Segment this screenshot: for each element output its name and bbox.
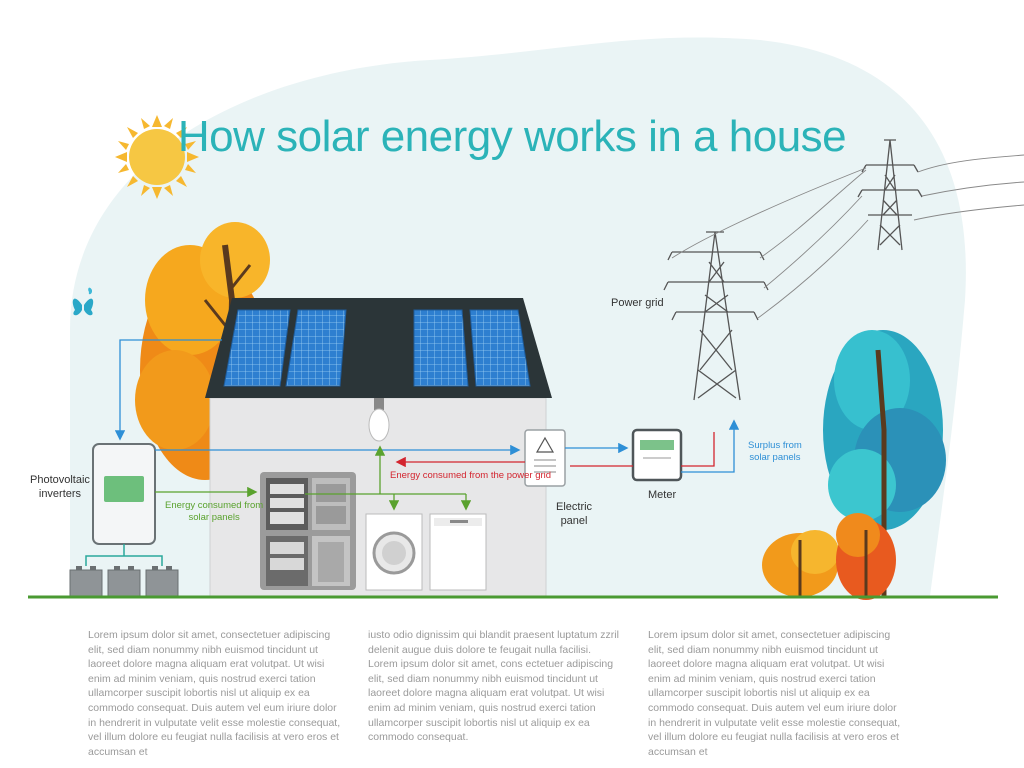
text-column-1: Lorem ipsum dolor sit amet, consectetuer… [88,629,341,758]
kitchen-furniture [260,472,487,591]
butterfly-icon [72,287,94,316]
sun-icon [115,115,199,199]
energy-consumed-solar-label: Energy consumed from solar panels [165,500,264,523]
power-grid-label: Power grid [611,297,664,309]
light-bulb-icon [368,398,390,442]
electric-panel-icon [524,429,566,487]
photovoltaic-inverter-icon [85,443,163,566]
meter-icon [631,428,683,482]
page-title: How solar energy works in a house [177,112,847,161]
surplus-label: Surplus from solar panels [748,440,802,463]
solar-panels [223,309,531,387]
orange-bushes [762,513,896,600]
energy-flow-lines [114,339,740,511]
inverters-label: Photovoltaic inverters [30,474,90,500]
power-pylons [663,139,1024,401]
meter-label: Meter [648,489,677,501]
energy-consumed-grid-label: Energy consumed from the power grid [390,470,552,481]
text-column-3: Lorem ipsum dolor sit amet, consectetuer… [648,629,901,758]
battery-icon [69,566,179,597]
electric-panel-label: Electric panel [556,501,593,527]
text-column-2: iusto odio dignissim qui blandit praesen… [368,629,619,744]
blue-tree-right [823,330,946,596]
